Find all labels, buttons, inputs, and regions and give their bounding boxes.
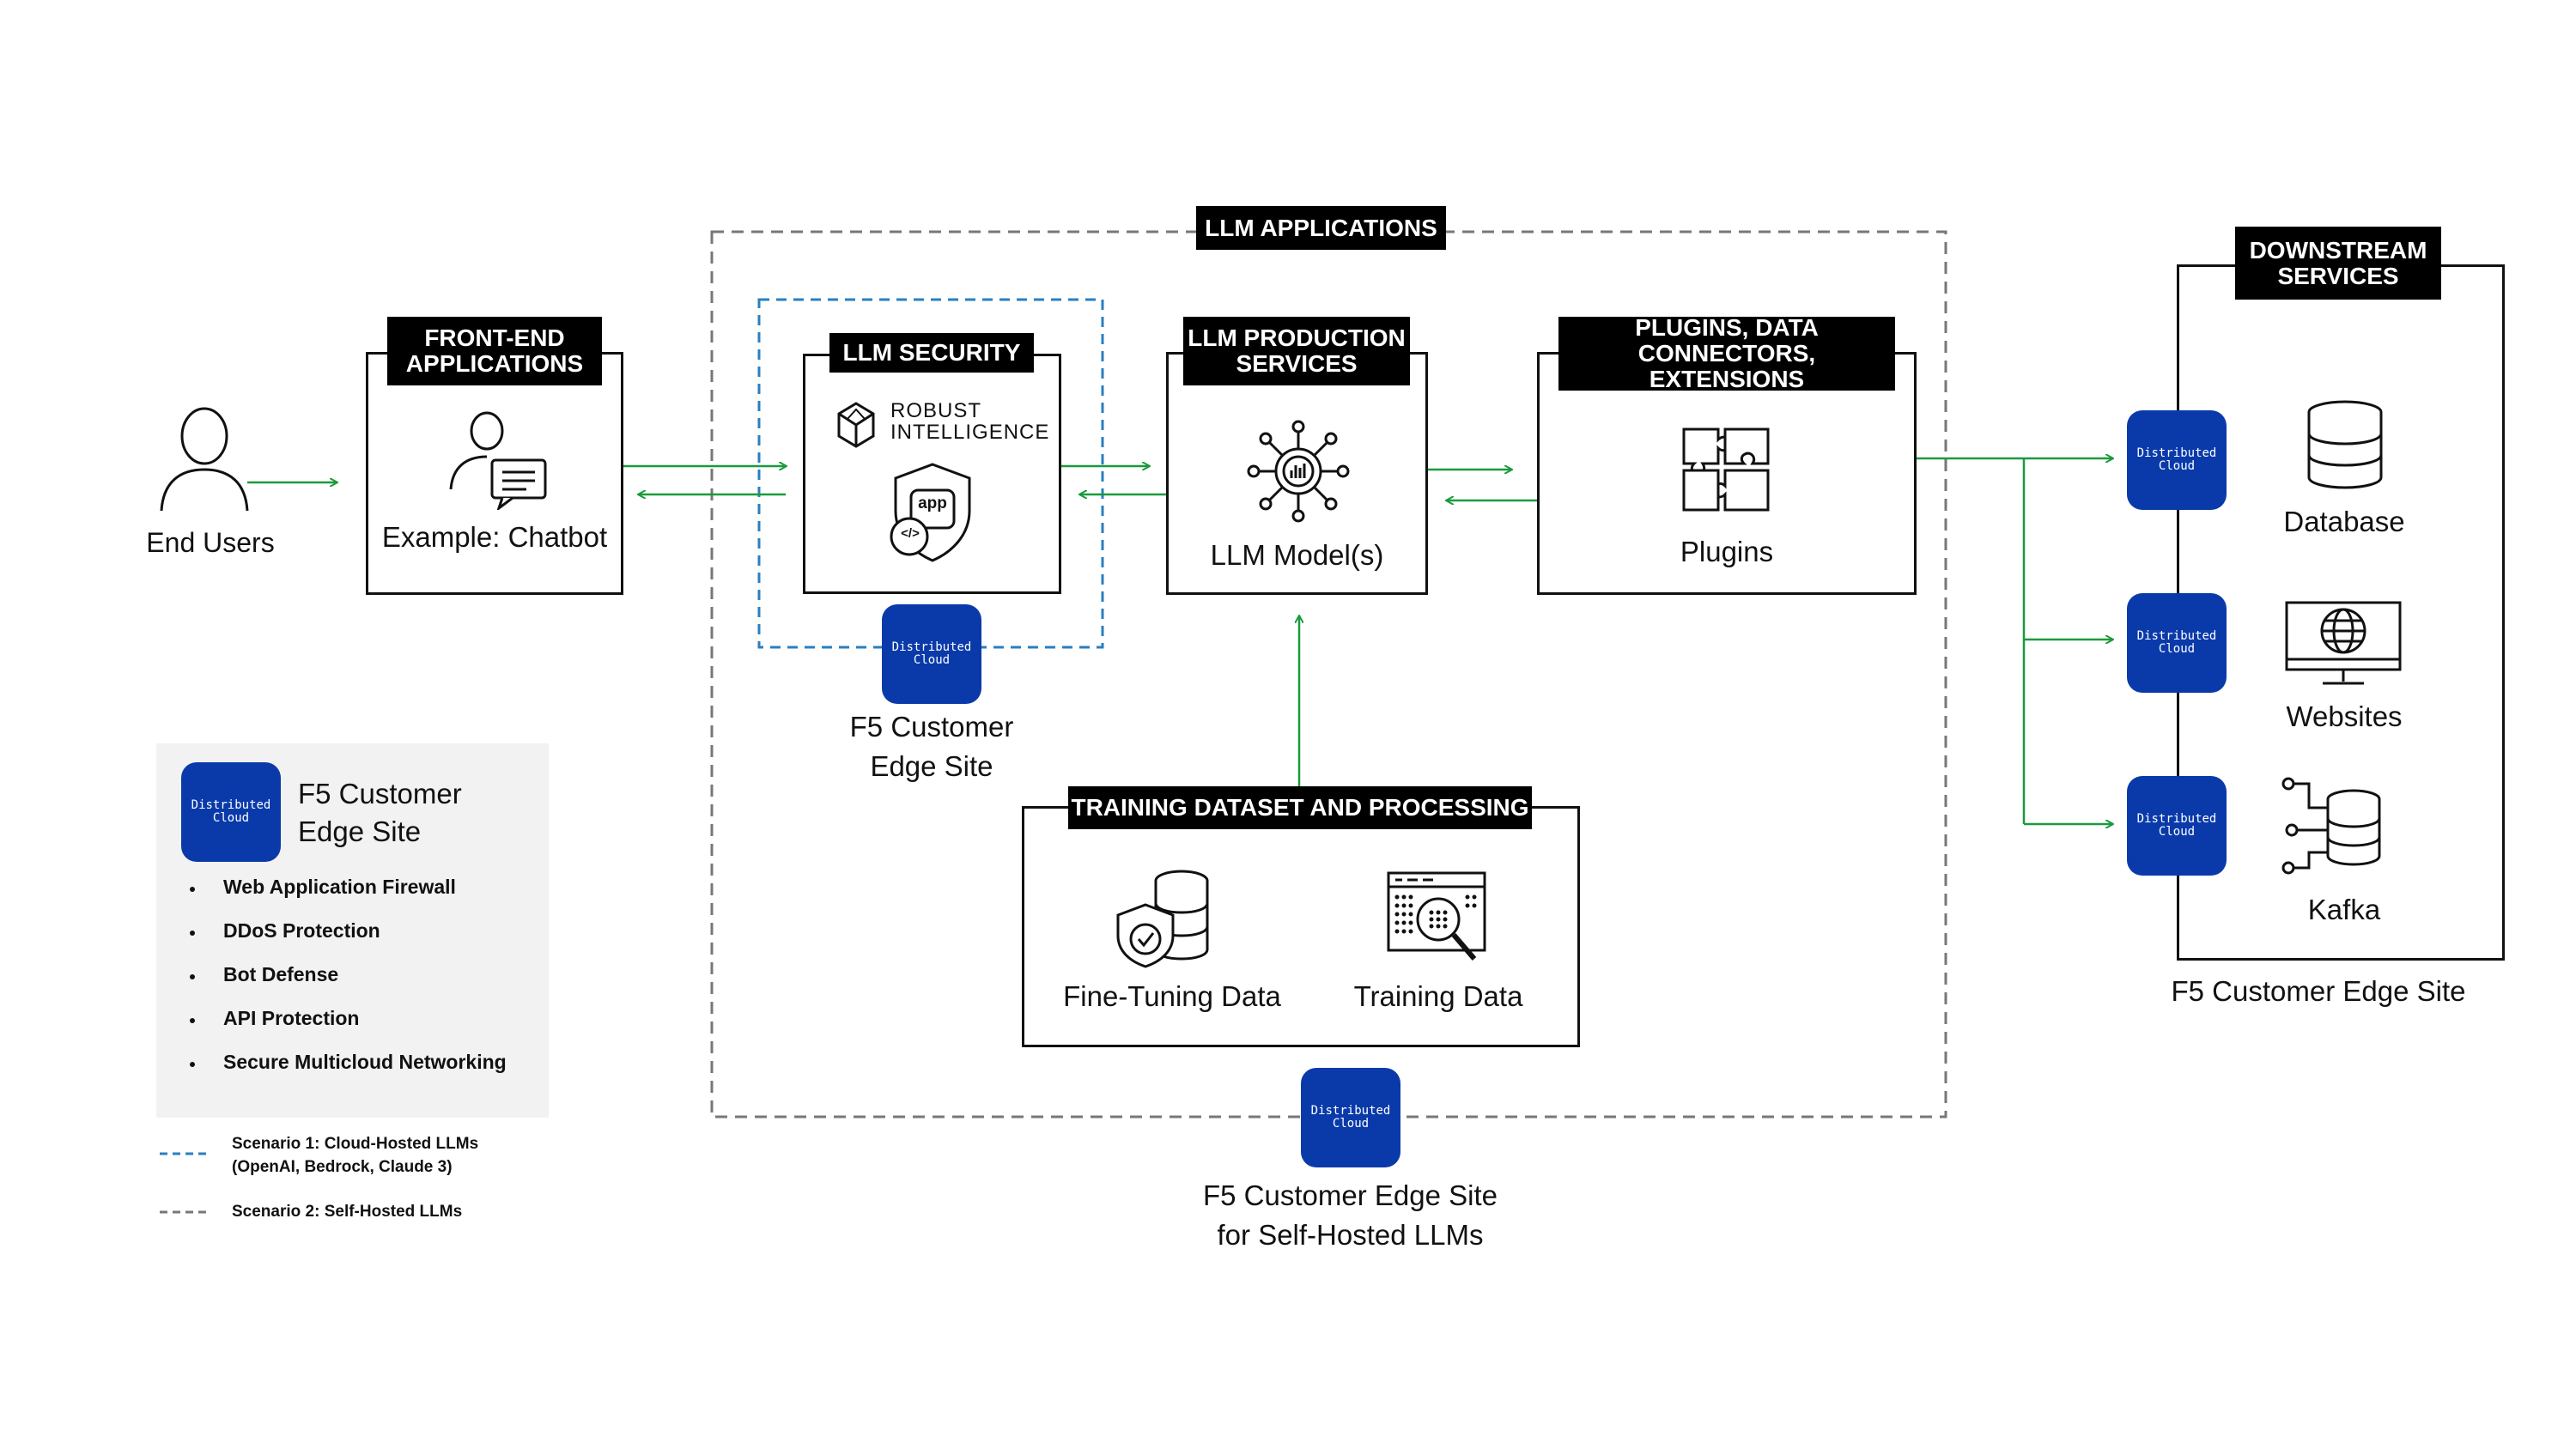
frontend-applications-tag: FRONT-END APPLICATIONS — [387, 317, 602, 385]
fine-tuning-data-label: Fine-Tuning Data — [1063, 980, 1281, 1012]
database-icon — [2307, 400, 2383, 489]
database-label: Database — [2283, 506, 2405, 537]
puzzle-icon — [1682, 427, 1770, 512]
security-edge-site-label: F5 Customer Edge Site — [849, 711, 1014, 782]
chatbot-example-label: Example: Chatbot — [381, 521, 608, 553]
data-shield-icon — [1116, 870, 1209, 968]
llm-security-tag: LLM SECURITY — [829, 333, 1034, 373]
kafka-icon — [2281, 777, 2381, 875]
distributed-cloud-badge-self-hosted: Distributed Cloud — [1301, 1068, 1400, 1167]
training-data-label: Training Data — [1353, 980, 1523, 1012]
legend-feature-bot: Bot Defense — [223, 963, 339, 985]
plugins-tag: PLUGINS, DATA CONNECTORS, EXTENSIONS — [1558, 315, 1895, 392]
distributed-cloud-badge-security: Distributed Cloud — [882, 604, 981, 704]
legend-bullet-2 — [190, 931, 195, 936]
llm-production-services-tag: LLM PRODUCTION SERVICES — [1183, 317, 1410, 385]
code-badge-label: </> — [901, 526, 920, 541]
downstream-services-tag: DOWNSTREAM SERVICES — [2235, 227, 2441, 300]
self-hosted-edge-site-label: F5 Customer Edge Site for Self-Hosted LL… — [1203, 1179, 1498, 1251]
distributed-cloud-badge-websites: Distributed Cloud — [2127, 593, 2227, 693]
downstream-edge-site-label: F5 Customer Edge Site — [2171, 975, 2466, 1007]
robust-intelligence-wordmark: ROBUST INTELLIGENCE — [890, 399, 1050, 444]
app-shield-icon — [890, 463, 971, 562]
chat-user-icon — [449, 411, 547, 510]
legend-scenario1-label: Scenario 1: Cloud-Hosted LLMs (OpenAI, B… — [232, 1135, 479, 1176]
distributed-cloud-badge-database: Distributed Cloud — [2127, 410, 2227, 510]
plugins-label: Plugins — [1680, 536, 1774, 567]
legend-feature-api: API Protection — [223, 1007, 360, 1029]
app-badge-label: app — [918, 494, 947, 512]
kafka-label: Kafka — [2307, 894, 2381, 925]
websites-label: Websites — [2286, 700, 2403, 732]
robust-intelligence-logo-icon — [837, 402, 875, 448]
legend-bullet-3 — [190, 974, 195, 979]
legend-feature-networking: Secure Multicloud Networking — [223, 1051, 507, 1073]
legend-feature-waf: Web Application Firewall — [223, 876, 456, 898]
legend-title: F5 Customer Edge Site — [298, 778, 462, 847]
distributed-cloud-badge-kafka: Distributed Cloud — [2127, 776, 2227, 876]
legend-scenario2-label: Scenario 2: Self-Hosted LLMs — [232, 1203, 463, 1221]
llm-production-services-box — [1166, 352, 1428, 595]
user-icon — [160, 407, 249, 512]
training-dataset-tag: TRAINING DATASET AND PROCESSING — [1068, 786, 1532, 829]
ai-model-icon — [1247, 420, 1350, 523]
llm-applications-tag: LLM APPLICATIONS — [1196, 206, 1446, 250]
legend-bullet-5 — [190, 1062, 195, 1067]
legend-bullet-4 — [190, 1018, 195, 1023]
legend-bullet-1 — [190, 887, 195, 892]
data-search-icon — [1387, 871, 1486, 961]
llm-models-label: LLM Model(s) — [1210, 539, 1384, 571]
distributed-cloud-badge-legend: Distributed Cloud — [181, 762, 281, 862]
end-users-label: End Users — [146, 527, 275, 558]
legend-feature-ddos: DDoS Protection — [223, 919, 380, 942]
website-monitor-icon — [2285, 601, 2402, 685]
